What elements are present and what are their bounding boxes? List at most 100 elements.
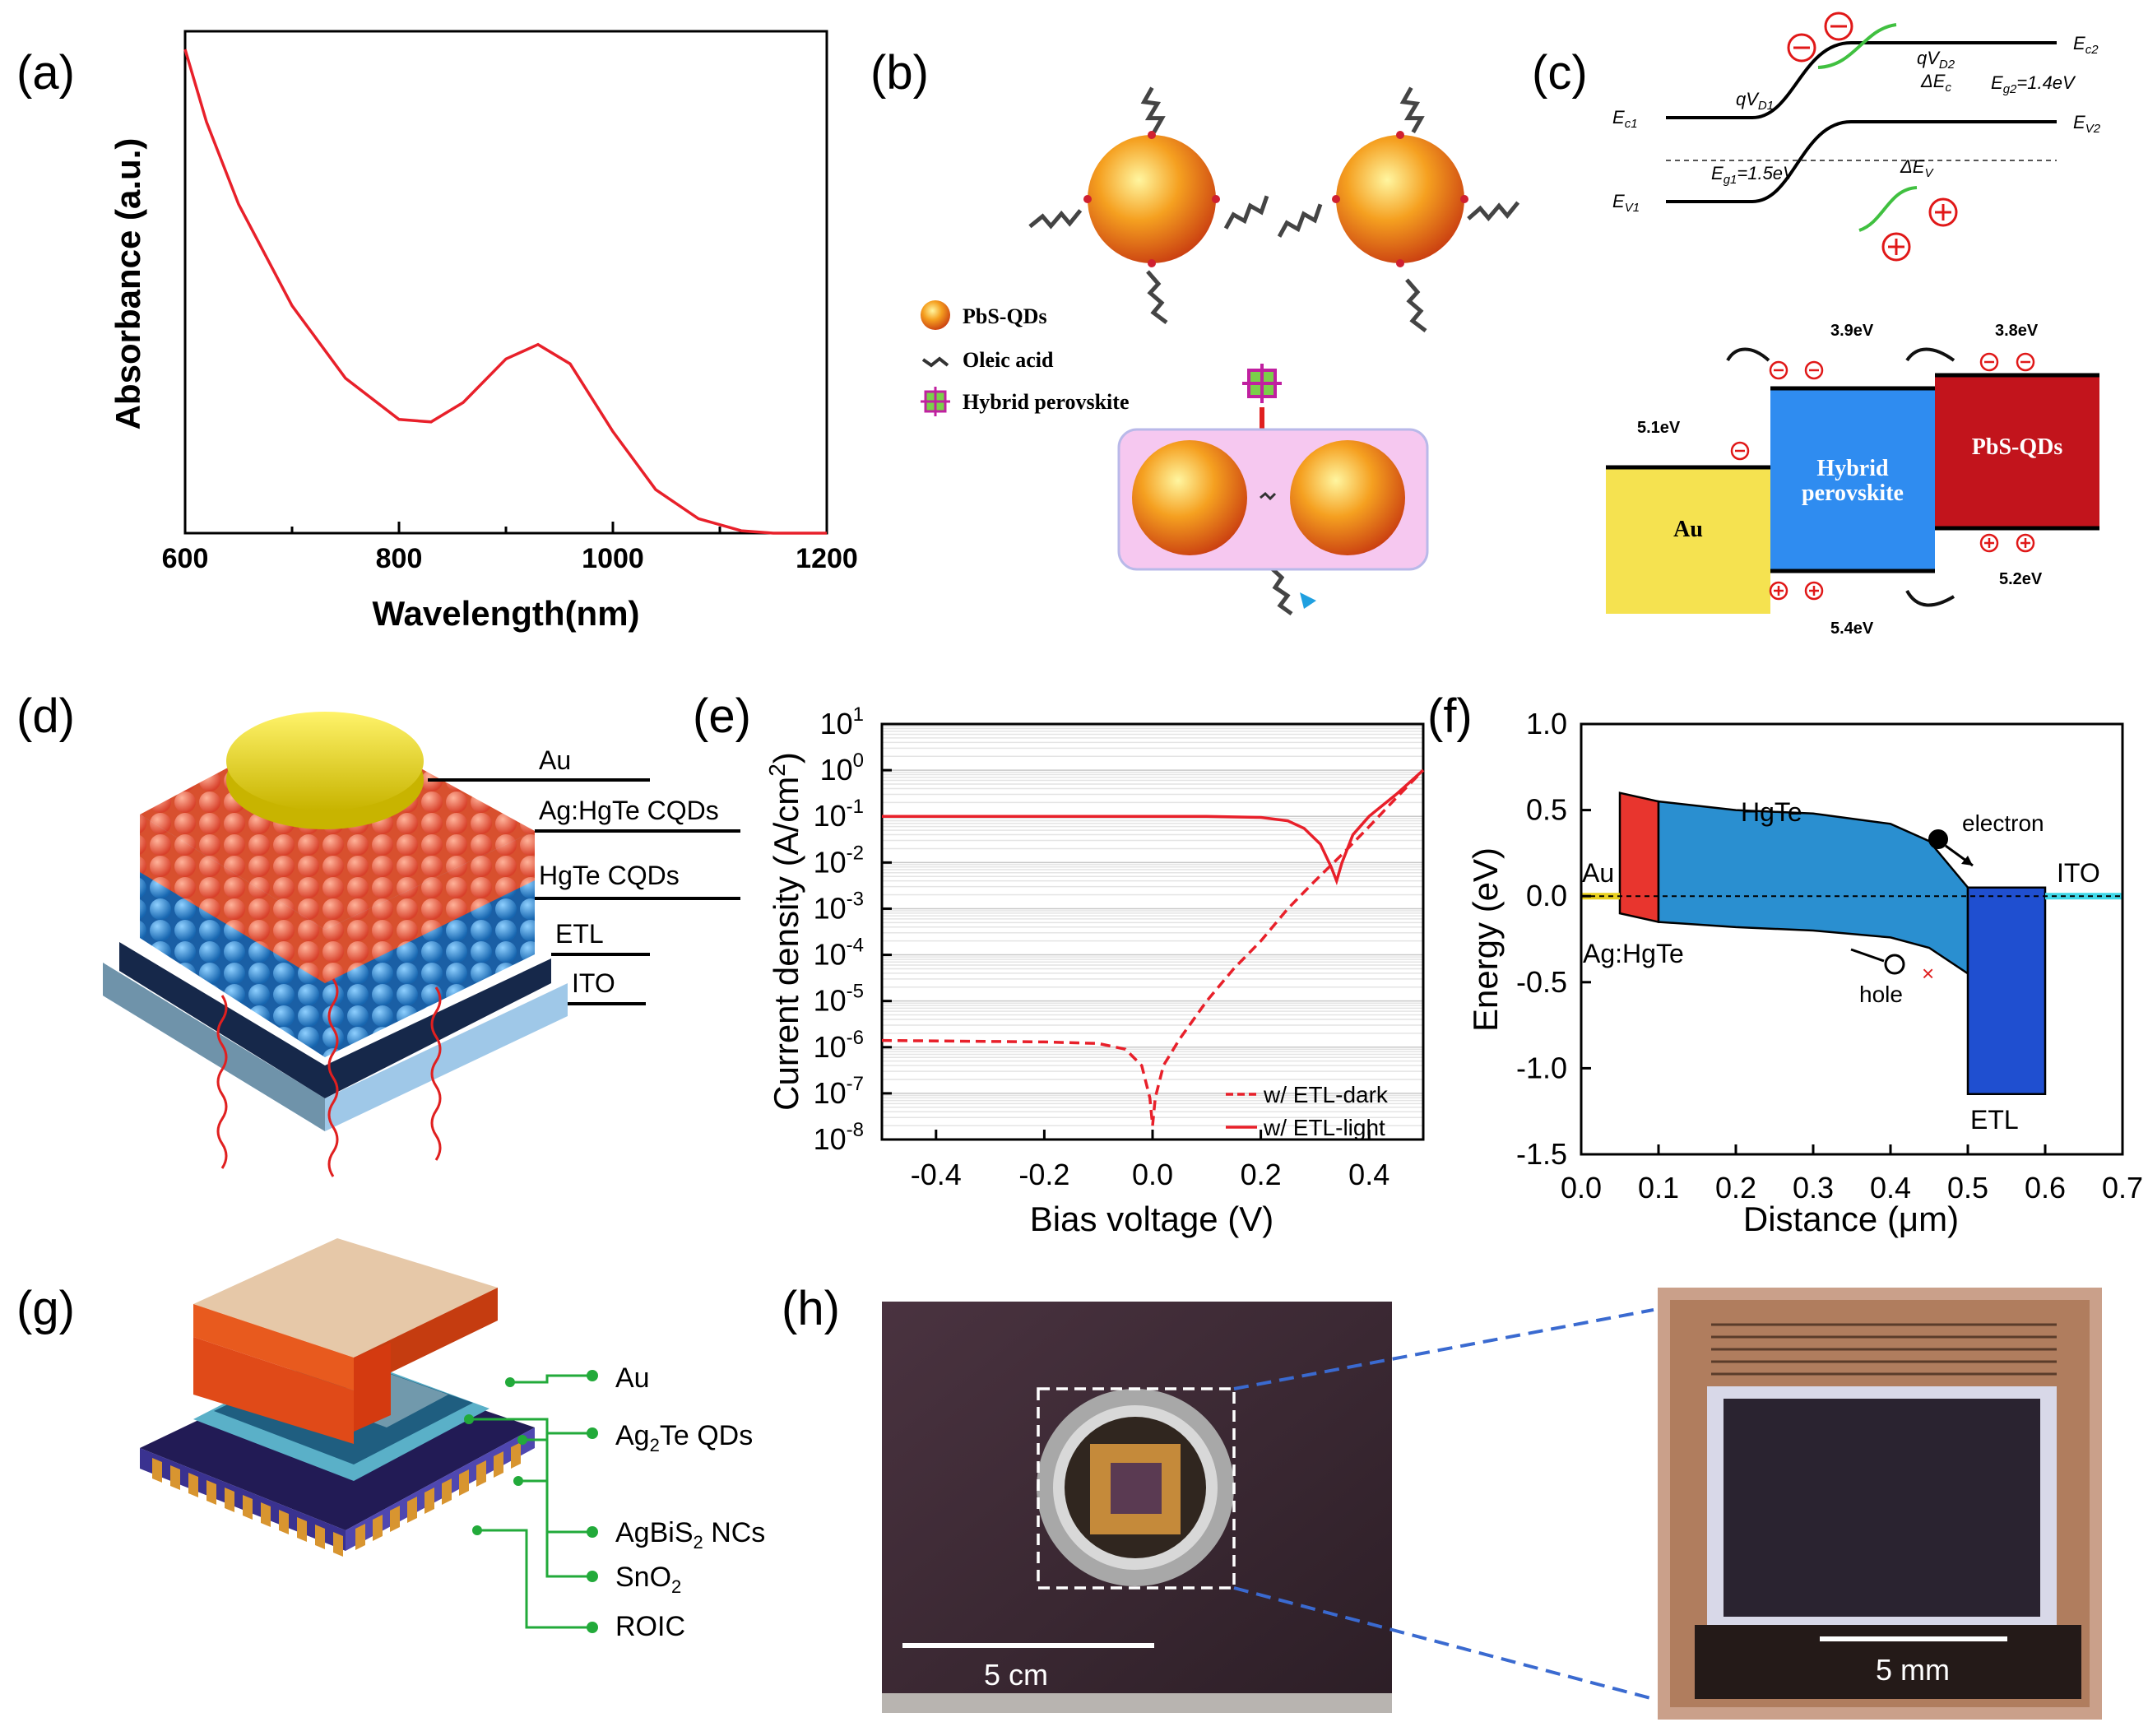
zigzag-chain-icon <box>921 356 949 368</box>
plus-circle-icon <box>1769 533 2035 601</box>
svg-text:ΔEc: ΔEc <box>1920 71 1951 95</box>
pbs-qd <box>1088 135 1216 263</box>
y-tick-label: 10-6 <box>814 1027 864 1064</box>
x-tick-label: 800 <box>376 543 423 574</box>
perovskite-block <box>1770 388 1935 571</box>
svg-text:qVD1: qVD1 <box>1736 89 1774 113</box>
layer-label: ETL <box>555 919 604 949</box>
roic-pin <box>152 1458 162 1483</box>
aghgte-region <box>1618 791 1660 924</box>
panel-c-band-diagram: Ec1 EV1 Ec2 EV2 qVD1 qVD2 ΔEc ΔEV Eg2=1.… <box>1606 12 2101 638</box>
y-tick-label: 10-8 <box>814 1119 864 1156</box>
annotation: electron <box>1962 810 2044 836</box>
roic-pin <box>476 1460 486 1487</box>
level-values: 3.9eV 3.8eV 5.1eV 5.2eV 5.4eV <box>1637 322 2043 638</box>
roic-pin <box>333 1532 343 1557</box>
y-axis-label: Energy (eV) <box>1466 847 1505 1032</box>
panel-labels: (a) (b) (c) (d) (e) (f) (g) (h) <box>16 46 1588 1335</box>
etl-layer <box>119 942 551 1098</box>
x-tick-label: 1000 <box>582 543 644 574</box>
hole-arrow <box>1850 948 1885 963</box>
series <box>881 768 1425 1126</box>
roic-pin <box>511 1442 521 1469</box>
scale-bar-label: 5 mm <box>1876 1653 1950 1687</box>
svg-text:Eg2=1.4eV: Eg2=1.4eV <box>1991 72 2076 96</box>
panel-g-device: Au Ag2Te QDs AgBiS2 NCs SnO2 ROIC <box>140 1238 765 1642</box>
annotation: Ag:HgTe <box>1583 939 1684 968</box>
roic-pin <box>355 1524 365 1550</box>
pbs-block <box>1935 375 2099 528</box>
layer-label: HgTe CQDs <box>539 861 680 890</box>
y-tick-label: 0.5 <box>1526 793 1567 827</box>
callouts <box>464 1370 598 1633</box>
svg-text:3.8eV: 3.8eV <box>1995 322 2039 340</box>
zoom-line <box>1233 1586 1654 1701</box>
callout-dot <box>587 1370 598 1381</box>
roic-pin <box>188 1473 198 1497</box>
sensor-array <box>1724 1399 2040 1617</box>
y-tick-label: 0.0 <box>1526 879 1567 912</box>
roic-pin <box>407 1497 417 1523</box>
legend-label: PbS-QDs <box>963 304 1047 328</box>
roic-pin <box>297 1517 307 1542</box>
annotation: Au <box>1582 858 1614 888</box>
y-tick-label: 101 <box>820 703 864 740</box>
svg-text:Eg1=1.5eV: Eg1=1.5eV <box>1711 163 1797 187</box>
ag2te-qds-cutout <box>193 1337 354 1444</box>
pbs-label: PbS-QDs <box>1972 434 2063 460</box>
x-axis-label: Wavelength(nm) <box>372 594 639 633</box>
legend-label: w/ ETL-dark <box>1263 1082 1389 1107</box>
arrow-head <box>1961 856 1973 866</box>
zoom-box <box>1037 1387 1236 1590</box>
callout-line <box>469 1418 592 1534</box>
roic-pin <box>279 1510 289 1534</box>
x-tick-label: 0.3 <box>1793 1171 1834 1205</box>
ito-side <box>103 963 325 1131</box>
svg-text:EV1: EV1 <box>1612 191 1640 215</box>
axis-ticks: 10110010-110-210-310-410-510-610-710-8-0… <box>814 703 1390 1191</box>
panel-label-e: (e) <box>693 689 751 743</box>
y-tick-label: 10-1 <box>814 796 864 833</box>
legend: w/ ETL-dark w/ ETL-light <box>1226 1082 1389 1140</box>
roic-pin <box>315 1525 325 1549</box>
callout-line <box>510 1374 592 1384</box>
curved-arrow-icon <box>1858 186 1918 232</box>
zigzag-chain-icon <box>1260 491 1277 501</box>
x-tick-label: -0.2 <box>1018 1158 1069 1191</box>
annotation: hole <box>1859 982 1903 1007</box>
x-tick-label: 0.7 <box>2102 1171 2143 1205</box>
pbs-qd <box>1290 440 1405 555</box>
plot-frame <box>183 30 828 535</box>
y-tick-label: 10-2 <box>814 842 864 879</box>
ag2te-qds-front <box>193 1304 354 1390</box>
callout-dot <box>587 1571 598 1582</box>
roic-pin <box>424 1488 434 1514</box>
roic-pin <box>170 1465 180 1490</box>
x-tick-label: 0.5 <box>1947 1171 1988 1205</box>
au-block <box>1606 467 1770 614</box>
callout-dot <box>587 1526 598 1538</box>
pbs-qd <box>1336 135 1464 263</box>
layer-label: Ag2Te QDs <box>615 1420 753 1455</box>
photo-bottom-strip <box>882 1693 1392 1713</box>
roic-pins <box>152 1442 521 1557</box>
callout-dot <box>513 1476 523 1486</box>
roic-pin <box>494 1451 503 1478</box>
roic-pin <box>390 1506 400 1532</box>
x-tick-label: 0.4 <box>1348 1158 1389 1191</box>
grid <box>882 725 1423 1140</box>
absorbance-curve <box>183 49 827 535</box>
ligand-chains <box>1028 86 1520 616</box>
x-tick-label: 0.1 <box>1638 1171 1679 1205</box>
panel-a-chart: 600 800 1000 1200 Wavelength(nm) Absorba… <box>109 30 858 633</box>
minus-circle-icon <box>1787 12 1853 63</box>
callout-dot <box>587 1427 598 1439</box>
y-axis-label: Current density (A/cm2) <box>764 752 805 1111</box>
light-waves <box>216 978 442 1177</box>
panel-label-d: (d) <box>16 689 75 743</box>
panel-b-schematic: PbS-QDs Oleic acid Hybrid perovskite <box>921 86 1520 616</box>
layer-label: ROIC <box>615 1611 685 1642</box>
layer-label: Au <box>539 745 571 775</box>
